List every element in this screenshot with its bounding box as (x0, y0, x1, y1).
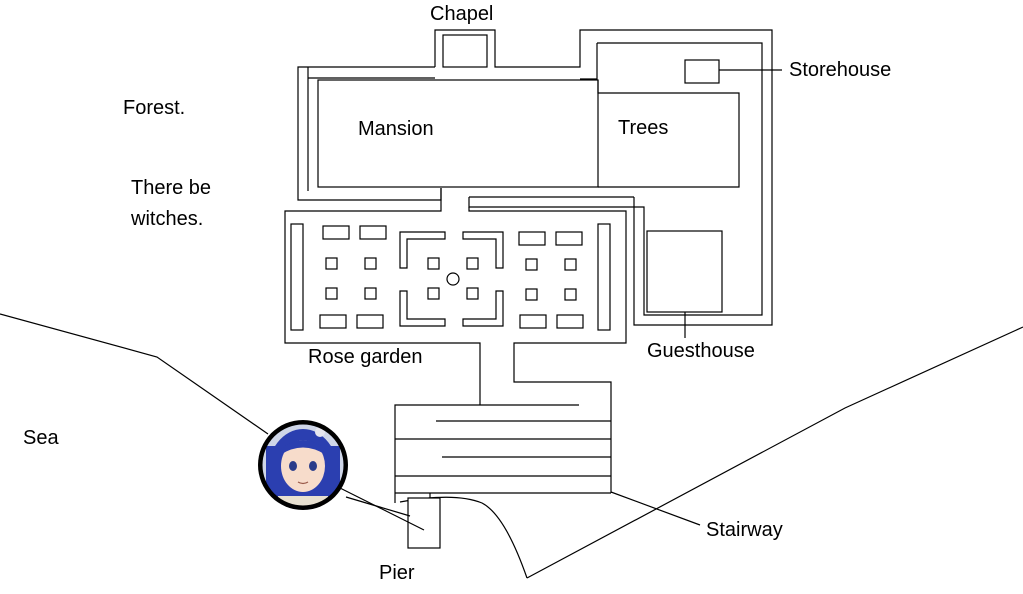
character-portrait (258, 420, 348, 510)
rose-garden-label: Rose garden (308, 346, 423, 368)
chapel-label: Chapel (430, 3, 493, 25)
trees-label: Trees (618, 117, 668, 139)
witches-line1-label: There be (131, 177, 211, 199)
storehouse-label: Storehouse (789, 59, 891, 81)
pier-label: Pier (379, 562, 415, 584)
mansion-building (317, 79, 599, 188)
coastline (0, 313, 1023, 579)
stairway-label: Stairway (706, 519, 783, 541)
sea-label: Sea (23, 427, 59, 449)
storehouse-building (684, 59, 720, 84)
chapel-building (442, 34, 488, 68)
guesthouse-building (646, 230, 723, 313)
forest-label: Forest. (123, 97, 185, 119)
mansion-label: Mansion (358, 118, 434, 140)
rose-garden-beds (290, 223, 611, 331)
portrait-pointer (339, 487, 425, 531)
witches-line2-label: witches. (130, 208, 203, 230)
pier (407, 493, 441, 549)
guesthouse-label: Guesthouse (647, 340, 755, 362)
trees-area (597, 80, 740, 188)
estate-wall (284, 29, 773, 493)
stairway (394, 404, 701, 526)
